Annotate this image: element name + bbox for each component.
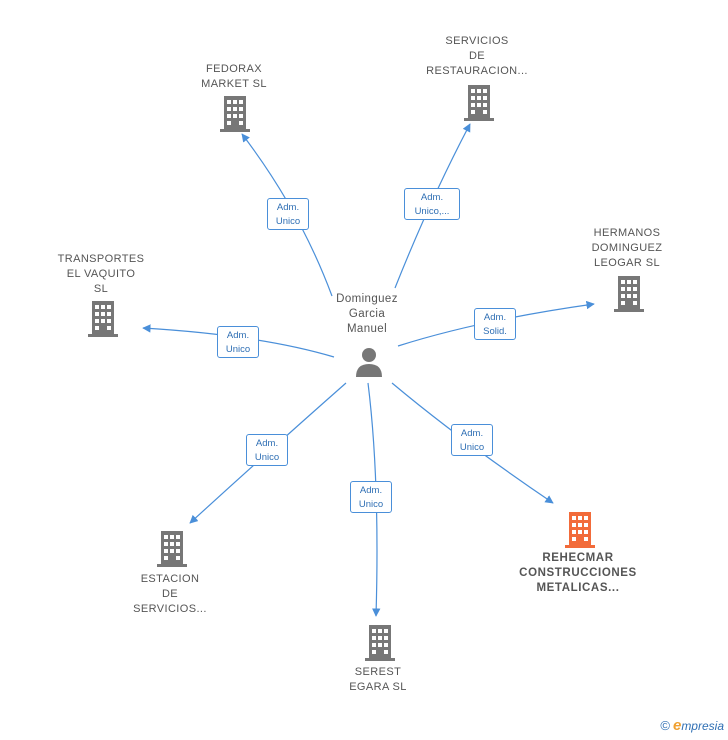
company-label-transportes[interactable]: TRANSPORTES EL VAQUITO SL bbox=[57, 253, 145, 295]
footer-brand[interactable]: ©empresia bbox=[660, 717, 724, 734]
building-icon-highlight[interactable] bbox=[565, 512, 595, 548]
edge-role-estacion[interactable]: Adm. Unico bbox=[246, 434, 288, 466]
building-icon[interactable] bbox=[88, 301, 118, 337]
person-icon[interactable] bbox=[354, 346, 384, 378]
building-icon[interactable] bbox=[614, 276, 644, 312]
copyright-icon: © bbox=[660, 718, 670, 733]
brand-initial: e bbox=[672, 717, 682, 734]
edge-role-rehecmar[interactable]: Adm. Unico bbox=[451, 424, 493, 456]
company-label-rehecmar[interactable]: REHECMAR CONSTRUCCIONES METALICAS... bbox=[519, 552, 637, 594]
building-icon[interactable] bbox=[220, 96, 250, 132]
company-label-hermanos[interactable]: HERMANOS DOMINGUEZ LEOGAR SL bbox=[591, 227, 663, 269]
edge-role-transportes[interactable]: Adm. Unico bbox=[217, 326, 259, 358]
edge-role-hermanos[interactable]: Adm. Solid. bbox=[474, 308, 516, 340]
building-icon[interactable] bbox=[157, 531, 187, 567]
building-icon[interactable] bbox=[365, 625, 395, 661]
edge-role-servicios[interactable]: Adm. Unico,... bbox=[404, 188, 460, 220]
edge-role-serest[interactable]: Adm. Unico bbox=[350, 481, 392, 513]
company-label-serest[interactable]: SEREST EGARA SL bbox=[349, 666, 407, 693]
edge-role-fedorax[interactable]: Adm. Unico bbox=[267, 198, 309, 230]
brand-name: mpresia bbox=[681, 719, 724, 733]
company-label-servicios[interactable]: SERVICIOS DE RESTAURACION... bbox=[426, 35, 528, 77]
building-icon[interactable] bbox=[464, 85, 494, 121]
company-label-estacion[interactable]: ESTACION DE SERVICIOS... bbox=[133, 573, 207, 615]
company-label-fedorax[interactable]: FEDORAX MARKET SL bbox=[201, 63, 267, 90]
center-person-label[interactable]: Dominguez Garcia Manuel bbox=[336, 293, 398, 335]
